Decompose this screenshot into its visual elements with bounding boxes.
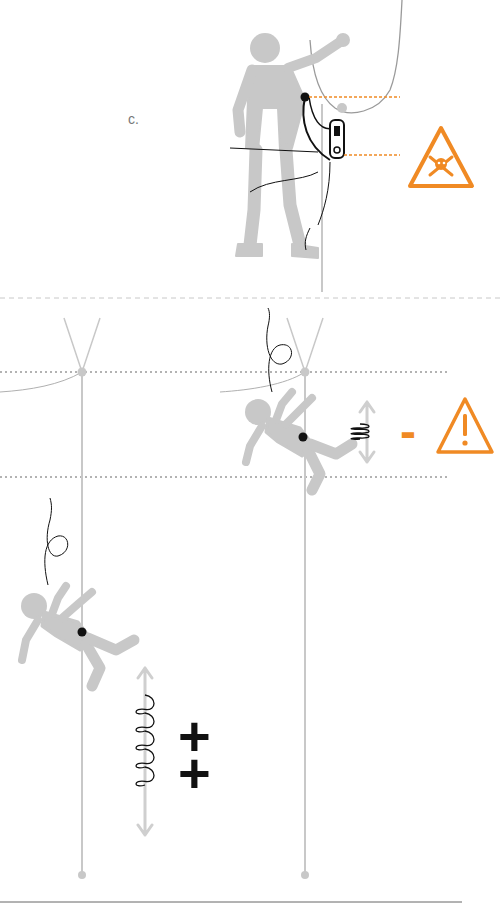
left-system bbox=[0, 318, 154, 879]
minus-sign: - bbox=[400, 408, 416, 456]
rope bbox=[321, 104, 323, 292]
rope bbox=[81, 372, 83, 875]
slack-rope bbox=[305, 162, 330, 250]
falling-climber bbox=[245, 392, 352, 490]
falling-climber bbox=[21, 586, 134, 686]
anchor-sling bbox=[64, 318, 100, 372]
rope-clamp-device bbox=[330, 120, 344, 158]
bottom-rule bbox=[0, 902, 462, 903]
harness-point bbox=[299, 433, 308, 442]
climber-standing bbox=[236, 33, 350, 258]
figure-letter: c. bbox=[128, 112, 139, 126]
danger-icon bbox=[410, 128, 472, 186]
slack-rope bbox=[267, 308, 292, 392]
rock-wall bbox=[0, 372, 82, 392]
height-guide bbox=[309, 96, 400, 97]
plus-sign: + bbox=[178, 745, 211, 801]
top-scene bbox=[230, 0, 472, 292]
energy-spring bbox=[136, 695, 154, 786]
rope-end bbox=[301, 871, 309, 879]
anchor-point bbox=[301, 368, 310, 377]
rope-end bbox=[78, 871, 86, 879]
slack-rope bbox=[230, 148, 318, 152]
height-guide bbox=[0, 477, 450, 478]
section-divider bbox=[0, 298, 502, 299]
anchor-point bbox=[337, 103, 347, 113]
harness-point bbox=[78, 628, 87, 637]
height-guide bbox=[0, 372, 450, 373]
warning-icon bbox=[438, 399, 492, 452]
energy-spring bbox=[351, 424, 369, 439]
anchor-sling bbox=[287, 318, 323, 372]
height-guide bbox=[344, 154, 400, 155]
right-system bbox=[220, 308, 492, 879]
slack-rope bbox=[250, 172, 318, 192]
slack-rope bbox=[45, 498, 68, 585]
anchor-point bbox=[78, 368, 87, 377]
